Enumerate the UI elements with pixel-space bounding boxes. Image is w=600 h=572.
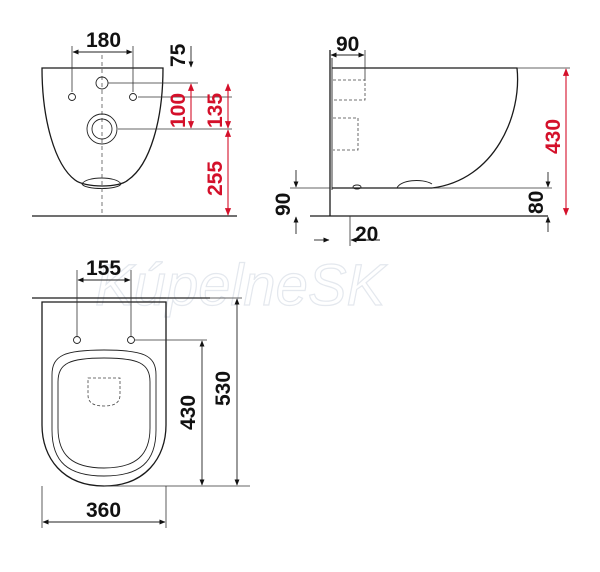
drain-outer bbox=[86, 113, 118, 145]
bowl-outline bbox=[41, 301, 167, 487]
fixing-hole-left bbox=[73, 336, 81, 344]
bowl-profile bbox=[332, 67, 519, 189]
dim-label-135: 135 bbox=[204, 93, 227, 128]
dim-label-255: 255 bbox=[204, 161, 227, 196]
dim-label-180: 180 bbox=[86, 29, 121, 52]
spout-profile bbox=[396, 180, 433, 189]
dim-label-80: 80 bbox=[525, 191, 548, 214]
hidden-channel-lower bbox=[333, 117, 359, 151]
dim-label-155: 155 bbox=[86, 257, 121, 280]
dim-label-20: 20 bbox=[355, 223, 378, 246]
dim-label-75: 75 bbox=[167, 43, 190, 67]
dim-label-430: 430 bbox=[177, 395, 200, 430]
seat-opening-outer bbox=[51, 349, 157, 477]
drain-outlet bbox=[352, 184, 362, 190]
drain-inner bbox=[91, 118, 113, 140]
fixing-hole-right bbox=[127, 336, 135, 344]
bowl-outline bbox=[41, 67, 164, 187]
front-view: 180 75 100 135 255 bbox=[32, 29, 237, 217]
watermark: KúpelneSK bbox=[95, 253, 388, 318]
top-view: 155 430 530 360 bbox=[32, 257, 250, 528]
hidden-channel-upper bbox=[333, 79, 366, 101]
fixing-hole-right bbox=[129, 93, 137, 101]
side-view: 90 430 90 80 20 bbox=[272, 33, 570, 246]
seat-opening-inner bbox=[57, 357, 151, 469]
outlet-spout bbox=[81, 177, 122, 189]
dim-label-530: 530 bbox=[212, 371, 235, 406]
dim-label-100: 100 bbox=[167, 93, 190, 128]
dim-label-90-top: 90 bbox=[336, 33, 359, 56]
dim-label-360: 360 bbox=[86, 499, 121, 522]
drain-pocket bbox=[87, 377, 121, 407]
fixing-hole-left bbox=[68, 93, 76, 101]
dim-label-90-left: 90 bbox=[272, 193, 295, 216]
dim-label-430-height: 430 bbox=[542, 119, 565, 154]
